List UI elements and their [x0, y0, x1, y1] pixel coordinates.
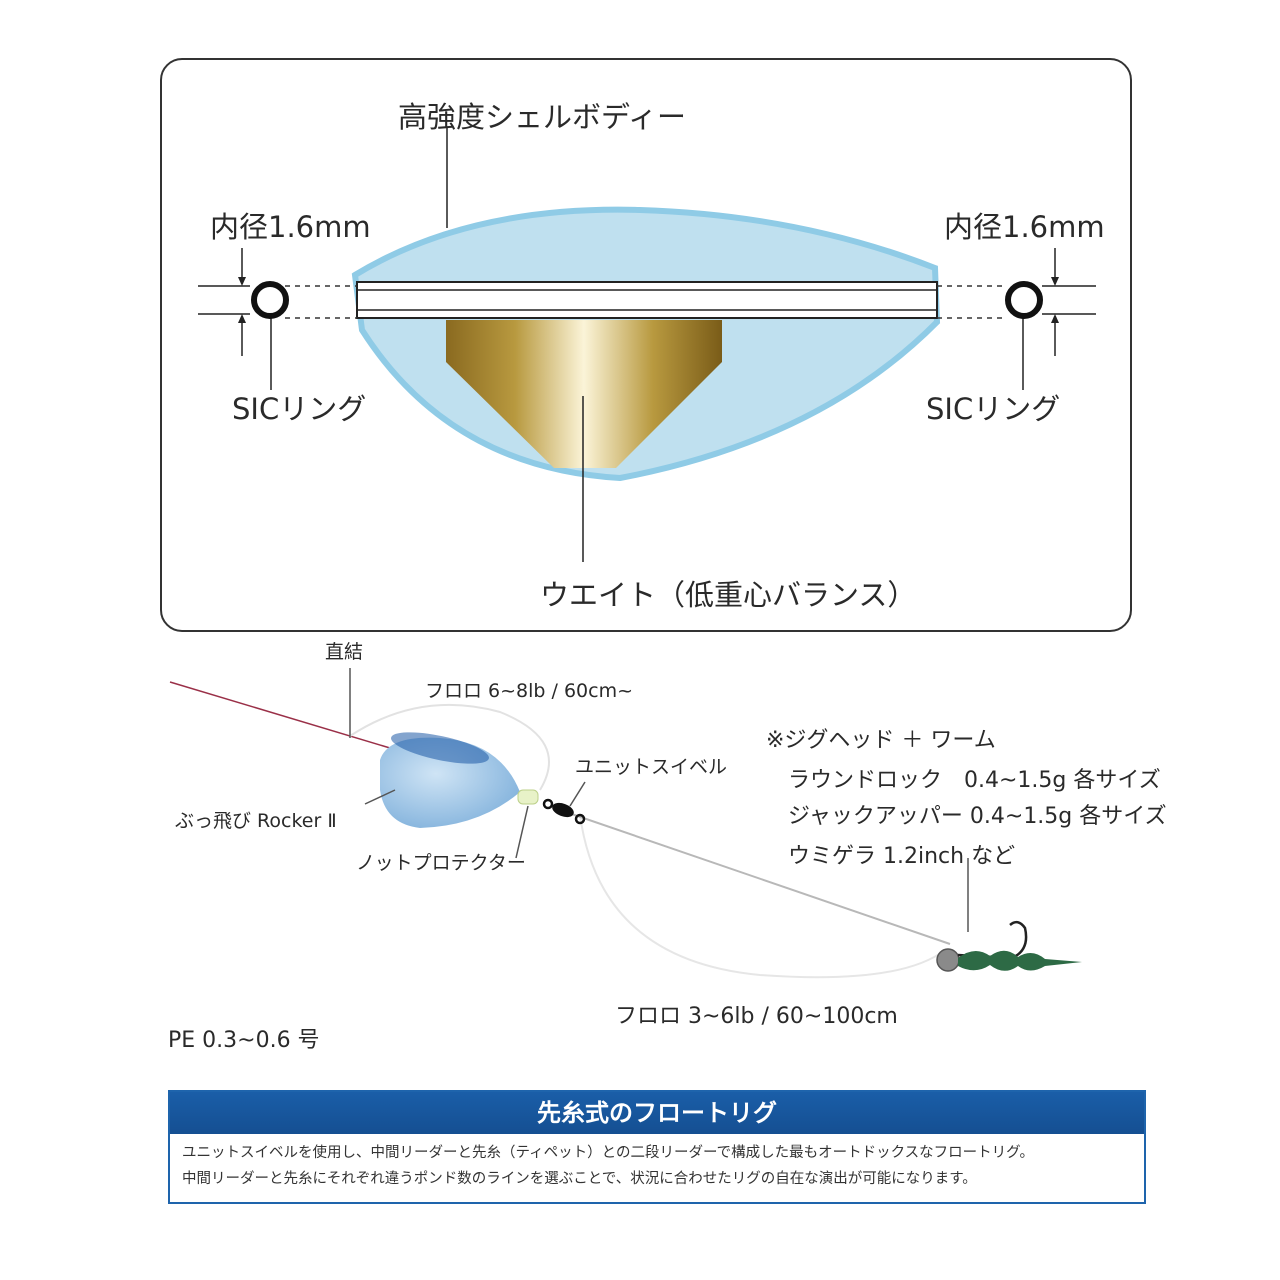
banner-line: 中間リーダーと先糸にそれぞれ違うポンド数のラインを選ぶことで、状況に合わせたリグ…	[182, 1171, 977, 1187]
tip-line-label: フロロ 3~6lb / 60~100cm	[615, 1004, 898, 1029]
jig-note: ※ジグヘッド ＋ ワーム ラウンドロック 0.4~1.5g 各サイズ ジャックア…	[766, 722, 1167, 870]
right-sic-ring	[1005, 281, 1043, 319]
fluoro-leader-label: フロロ 6~8lb / 60cm~	[425, 680, 634, 702]
banner-title: 先糸式のフロートリグ	[170, 1092, 1144, 1134]
main-line	[169, 681, 391, 749]
banner-line: ユニットスイベルを使用し、中間リーダーと先糸（ティペット）との二段リーダーで構成…	[182, 1145, 1035, 1161]
jig-note-line: ラウンドロック 0.4~1.5g 各サイズ	[788, 768, 1161, 793]
worm	[958, 950, 1082, 971]
right-ring-label: SICリング	[926, 392, 1061, 426]
weight-label: ウエイト（低重心バランス）	[540, 578, 917, 612]
leader-line	[559, 809, 951, 945]
right-inner-diameter: 内径1.6mm	[944, 210, 1105, 244]
diagram-panel	[160, 58, 1132, 632]
info-banner: 先糸式のフロートリグ ユニットスイベルを使用し、中間リーダーと先糸（ティペット）…	[168, 1090, 1146, 1204]
unit-swivel-label: ユニットスイベル	[575, 756, 728, 778]
jig-note-heading: ※ジグヘッド ＋ ワーム	[766, 728, 996, 753]
float-label: ぶっ飛び Rocker Ⅱ	[175, 810, 337, 832]
left-ring-label: SICリング	[232, 392, 367, 426]
leader-loop	[349, 703, 550, 791]
float-body	[380, 732, 520, 828]
knot-protector-label: ノットプロテクター	[356, 852, 526, 874]
direct-label: 直結	[325, 641, 364, 663]
left-inner-diameter: 内径1.6mm	[210, 210, 371, 244]
jig-head	[936, 948, 960, 972]
knot-protector	[517, 789, 539, 805]
jig-note-line: ジャックアッパー 0.4~1.5g 各サイズ	[788, 804, 1167, 829]
banner-body: ユニットスイベルを使用し、中間リーダーと先糸（ティペット）との二段リーダーで構成…	[170, 1134, 1144, 1192]
main-line-label: PE 0.3~0.6 号	[168, 1028, 320, 1053]
jig-note-line: ウミゲラ 1.2inch など	[788, 844, 1016, 869]
weight-block	[446, 320, 722, 468]
left-sic-ring	[251, 281, 289, 319]
center-pipe	[356, 281, 938, 319]
jig-hook	[957, 920, 1028, 960]
tip-line-loop	[579, 814, 946, 979]
unit-swivel	[542, 798, 586, 825]
shell-label: 高強度シェルボディー	[398, 100, 686, 134]
